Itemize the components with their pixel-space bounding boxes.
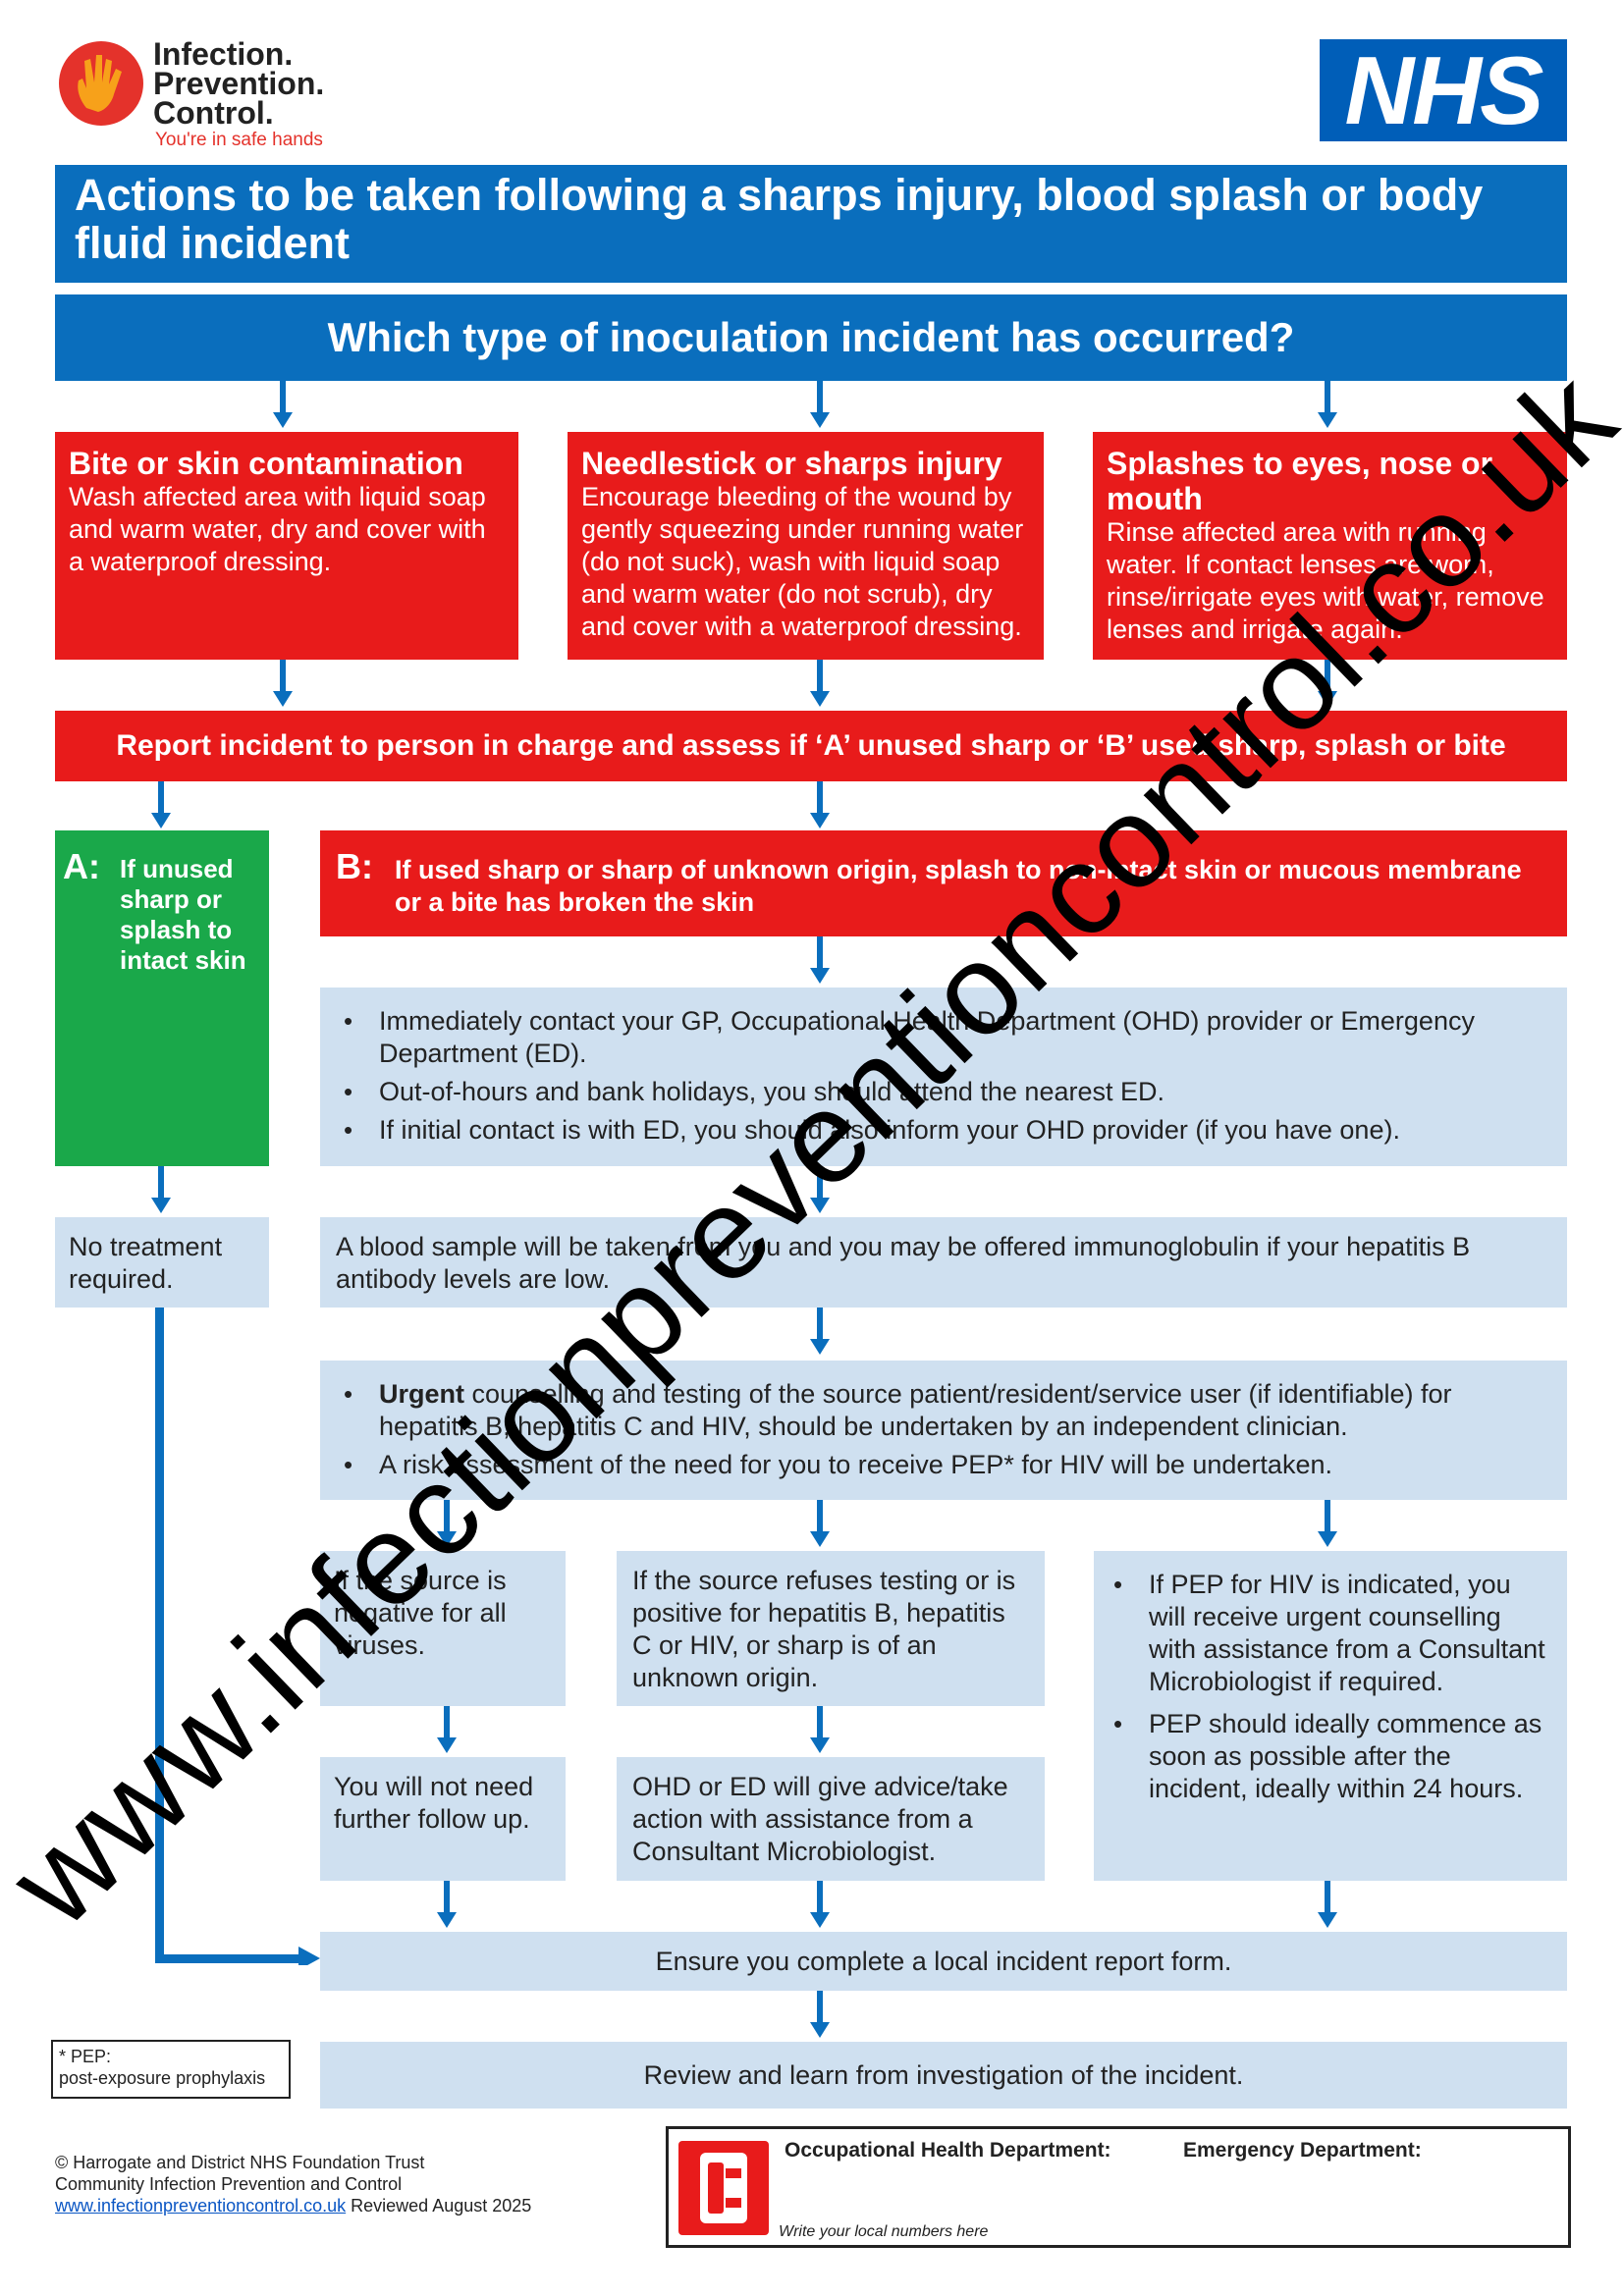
blood-sample-box: A blood sample will be taken from you an… <box>320 1217 1567 1308</box>
logo-tagline: You're in safe hands <box>155 130 323 150</box>
logo-line3: Control. <box>153 95 274 131</box>
option-a-box: A: If unused sharp or splash to intact s… <box>55 830 269 1166</box>
ohd-advice-box: OHD or ED will give advice/take action w… <box>617 1757 1045 1881</box>
contact-gp-box: Immediately contact your GP, Occupationa… <box>320 988 1567 1166</box>
option-b-text: If used sharp or sharp of unknown origin… <box>395 855 1522 917</box>
pep-footnote-line2: post-exposure prophylaxis <box>59 2068 266 2088</box>
bite-skin-contamination-box: Bite or skin contamination Wash affected… <box>55 432 518 660</box>
phone-icon <box>700 2153 747 2223</box>
blood-sample-text: A blood sample will be taken from you an… <box>336 1232 1471 1294</box>
no-treatment-text: No treatment required. <box>69 1232 223 1294</box>
counselling-bullet-list: Urgent counselling and testing of the so… <box>340 1378 1547 1481</box>
option-b-box: B: If used sharp or sharp of unknown ori… <box>320 830 1567 936</box>
needlestick-text: Encourage bleeding of the wound by gentl… <box>581 482 1024 641</box>
arrow-down-icon <box>810 936 830 984</box>
arrow-down-icon <box>810 1308 830 1355</box>
arrow-down-icon <box>151 781 171 828</box>
contact-bullet: Out-of-hours and bank holidays, you shou… <box>344 1076 1547 1108</box>
negative-source-box: If the source is negative for all viruse… <box>320 1551 566 1706</box>
arrow-down-icon <box>437 1706 457 1753</box>
report-incident-banner: Report incident to person in charge and … <box>55 711 1567 781</box>
no-follow-up-box: You will not need further follow up. <box>320 1757 566 1881</box>
footer-copyright: © Harrogate and District NHS Foundation … <box>55 2153 425 2172</box>
arrow-down-icon <box>810 1500 830 1547</box>
arrow-down-icon <box>810 1881 830 1928</box>
bite-title: Bite or skin contamination <box>69 446 463 481</box>
ed-number-label: Emergency Department: <box>1183 2139 1422 2162</box>
arrow-down-icon <box>437 1881 457 1928</box>
arrow-down-icon <box>151 1166 171 1213</box>
arrow-down-icon <box>273 660 293 707</box>
logo-line1: Infection. <box>153 36 294 72</box>
footer-link[interactable]: www.infectionpreventioncontrol.co.uk <box>55 2196 347 2216</box>
arrow-down-icon <box>1318 381 1337 428</box>
negative-source-text: If the source is negative for all viruse… <box>334 1566 507 1660</box>
arrow-right-icon <box>155 1308 320 1965</box>
refuses-testing-box: If the source refuses testing or is posi… <box>617 1551 1045 1706</box>
arrow-down-icon <box>1318 1881 1337 1928</box>
refuses-testing-text: If the source refuses testing or is posi… <box>632 1566 1016 1692</box>
pep-footnote: * PEP: post-exposure prophylaxis <box>51 2040 291 2099</box>
pep-box: If PEP for HIV is indicated, you will re… <box>1094 1551 1567 1881</box>
phone-icon-tile <box>678 2141 769 2235</box>
needlestick-box: Needlestick or sharps injury Encourage b… <box>568 432 1044 660</box>
arrow-down-icon <box>1318 660 1337 707</box>
hand-logo-icon <box>59 41 143 126</box>
counselling-bullet: A risk assessment of the need for you to… <box>344 1449 1547 1481</box>
no-follow-up-text: You will not need further follow up. <box>334 1772 534 1834</box>
local-numbers-hint: Write your local numbers here <box>779 2223 989 2240</box>
splashes-title: Splashes to eyes, nose or mouth <box>1107 446 1493 516</box>
arrow-down-icon <box>810 1991 830 2038</box>
arrow-down-icon <box>810 781 830 828</box>
contact-bullet-list: Immediately contact your GP, Occupationa… <box>340 1005 1547 1147</box>
footer-team: Community Infection Prevention and Contr… <box>55 2174 403 2194</box>
pep-bullet: PEP should ideally commence as soon as p… <box>1113 1708 1551 1805</box>
arrow-down-icon <box>810 1706 830 1753</box>
pep-bullet: If PEP for HIV is indicated, you will re… <box>1113 1569 1551 1698</box>
pep-bullet-list: If PEP for HIV is indicated, you will re… <box>1110 1569 1551 1805</box>
splashes-box: Splashes to eyes, nose or mouth Rinse af… <box>1093 432 1567 660</box>
nhs-logo-text: NHS <box>1344 36 1544 144</box>
page-title: Actions to be taken following a sharps i… <box>55 165 1567 283</box>
ensure-report-box: Ensure you complete a local incident rep… <box>320 1932 1567 1991</box>
counselling-bullet-rest: counselling and testing of the source pa… <box>379 1379 1452 1441</box>
arrow-down-icon <box>1318 1500 1337 1547</box>
review-box: Review and learn from investigation of t… <box>320 2042 1567 2109</box>
option-a-text: If unused sharp or splash to intact skin <box>120 854 246 975</box>
contact-bullet: Immediately contact your GP, Occupationa… <box>344 1005 1547 1070</box>
nhs-logo: NHS <box>1320 39 1567 141</box>
arrow-down-icon <box>810 381 830 428</box>
no-treatment-box: No treatment required. <box>55 1217 269 1308</box>
footer: © Harrogate and District NHS Foundation … <box>55 2152 644 2216</box>
arrow-down-icon <box>810 660 830 707</box>
ipc-logo: Infection. Prevention. Control. You're i… <box>57 36 332 157</box>
local-numbers-box: Occupational Health Department: Emergenc… <box>666 2126 1571 2248</box>
ohd-advice-text: OHD or ED will give advice/take action w… <box>632 1772 1008 1866</box>
option-a-label: A: <box>63 846 100 886</box>
option-b-label: B: <box>336 846 373 886</box>
counselling-bullet: Urgent counselling and testing of the so… <box>344 1378 1547 1443</box>
question-banner: Which type of inoculation incident has o… <box>55 294 1567 381</box>
logo-line2: Prevention. <box>153 66 325 101</box>
splashes-text: Rinse affected area with running water. … <box>1107 517 1544 644</box>
urgent-label: Urgent <box>379 1379 464 1409</box>
contact-bullet: If initial contact is with ED, you shoul… <box>344 1114 1547 1147</box>
arrow-down-icon <box>273 381 293 428</box>
needlestick-title: Needlestick or sharps injury <box>581 446 1002 481</box>
ohd-number-label: Occupational Health Department: <box>785 2139 1111 2162</box>
footer-reviewed: Reviewed August 2025 <box>346 2196 532 2216</box>
pep-footnote-line1: * PEP: <box>59 2047 112 2066</box>
footer-link-line: www.infectionpreventioncontrol.co.uk Rev… <box>55 2195 644 2216</box>
bite-text: Wash affected area with liquid soap and … <box>69 482 486 576</box>
arrow-down-icon <box>437 1500 457 1547</box>
arrow-down-icon <box>810 1166 830 1213</box>
counselling-box: Urgent counselling and testing of the so… <box>320 1361 1567 1500</box>
